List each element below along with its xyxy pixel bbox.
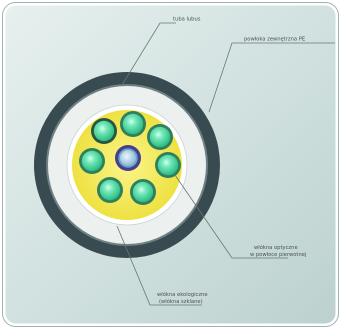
leader-line-tube [121, 22, 176, 86]
central-strength-member [115, 145, 141, 171]
fiber-4 [79, 148, 105, 174]
fiber-7 [130, 179, 156, 205]
label-fibers-line1: włókna optyczne [254, 244, 298, 251]
fiber-3 [147, 124, 173, 150]
fiber-5 [155, 152, 181, 178]
fiber-6 [97, 177, 123, 203]
leader-line-sheath [208, 42, 335, 113]
card-outline [2, 2, 339, 327]
label-strength-line1: włókna ekologiczne [157, 291, 208, 298]
label-tube: tuba lubus [173, 17, 201, 23]
label-fibers-line2: w powłoce pierwotnej [250, 252, 306, 258]
label-strength-line2: (włókna szklane) [159, 298, 203, 305]
label-sheath: powłoka zewnętrzna PE [244, 37, 305, 43]
leader-line-strength [116, 225, 202, 306]
fiber-2 [120, 111, 146, 137]
leader-line-fibers [174, 174, 288, 259]
fiber-1 [91, 118, 117, 144]
